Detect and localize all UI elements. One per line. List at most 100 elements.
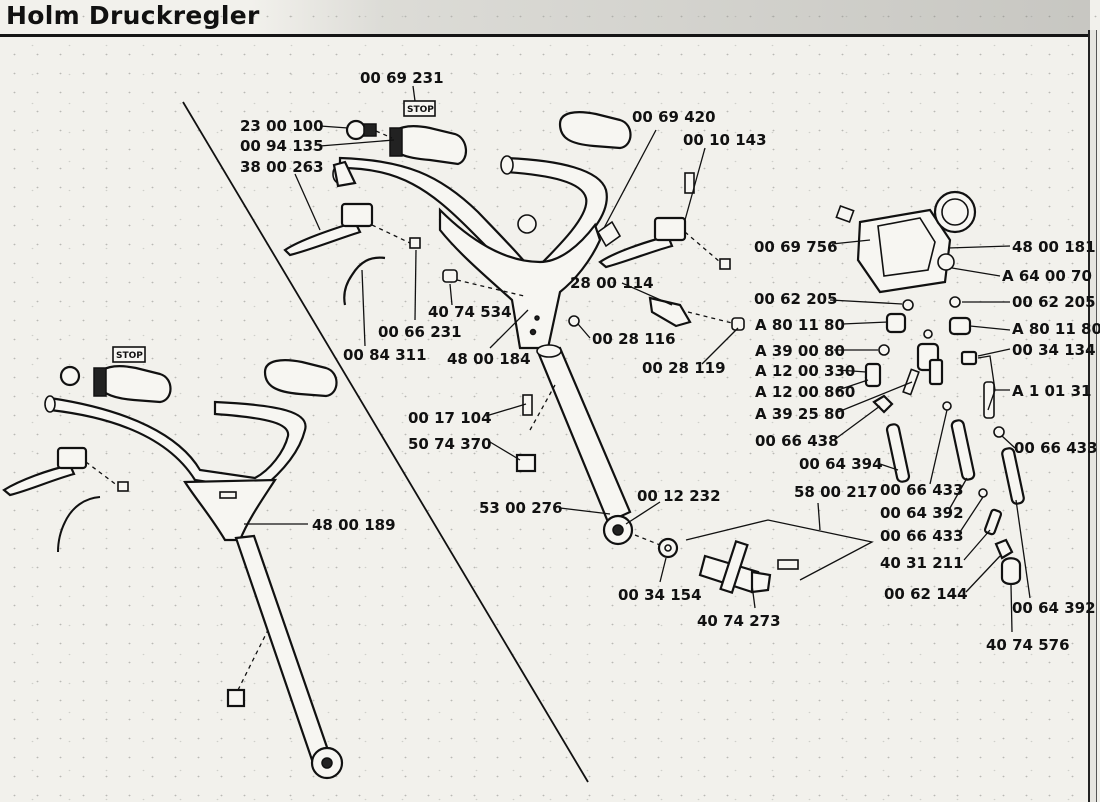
leader-26 bbox=[485, 403, 527, 417]
callout-26: 00 17 104 bbox=[408, 409, 492, 427]
shaft-clamp-block bbox=[515, 453, 537, 473]
regulator-housing-detail bbox=[877, 217, 936, 277]
nipple-a12 bbox=[864, 362, 882, 388]
leader-36 bbox=[1015, 499, 1031, 599]
upper-handle-assembly: STOP bbox=[283, 100, 745, 350]
assembly-line-2 bbox=[684, 231, 721, 263]
callout-40: 53 00 276 bbox=[479, 499, 563, 517]
small-nut-66433-b bbox=[993, 426, 1005, 438]
throttle-lever-left bbox=[283, 220, 362, 257]
assembly-line-3 bbox=[687, 311, 733, 324]
regulator-tag bbox=[835, 204, 855, 224]
callout-30: 00 66 433 bbox=[880, 481, 964, 499]
oring-c bbox=[878, 344, 890, 356]
upper-handlebar-right-end bbox=[500, 155, 514, 175]
throttle-lever-right-body bbox=[653, 216, 687, 242]
yoke-hole bbox=[517, 214, 537, 234]
pressure-gauge-face bbox=[941, 198, 969, 226]
leader-23 bbox=[414, 249, 417, 321]
yoke-bolt-dot-2 bbox=[534, 315, 540, 321]
lower-right-grip bbox=[263, 359, 338, 398]
leader-42 bbox=[751, 584, 756, 609]
stop-badge-lower-text: STOP bbox=[116, 351, 143, 361]
leader-13 bbox=[977, 348, 1011, 357]
leader-22 bbox=[701, 327, 739, 365]
leader-12 bbox=[969, 325, 1011, 331]
upper-handlebar-left-tube bbox=[332, 160, 357, 188]
stop-badge-upper-text: STOP bbox=[407, 105, 434, 115]
washer-34154-hole bbox=[664, 544, 672, 552]
leader-1 bbox=[319, 125, 349, 129]
lower-assembly-line bbox=[85, 461, 119, 487]
tube-short-a bbox=[983, 381, 995, 419]
lower-stop-knob bbox=[59, 365, 81, 387]
assembly-line-4 bbox=[456, 279, 525, 297]
callout-32: 00 64 392 bbox=[880, 504, 964, 522]
lower-throttle-body bbox=[56, 446, 88, 470]
callout-16: A 12 00 860 bbox=[755, 383, 855, 401]
callout-34: 40 31 211 bbox=[880, 554, 964, 572]
callout-4: 00 69 420 bbox=[632, 108, 716, 126]
lower-small-bolt bbox=[117, 481, 129, 492]
upper-yoke-plate bbox=[438, 207, 602, 350]
leader-35 bbox=[965, 555, 1001, 593]
leader-30 bbox=[929, 409, 948, 485]
tool-pin bbox=[777, 559, 799, 570]
elbow-fitting bbox=[960, 350, 978, 366]
callout-22: 00 28 119 bbox=[642, 359, 726, 377]
leader-11 bbox=[841, 321, 889, 325]
throttle-lever-left-body bbox=[340, 202, 374, 228]
leader-6 bbox=[831, 239, 871, 245]
small-bolt-e bbox=[719, 258, 731, 270]
leader-24 bbox=[361, 269, 366, 347]
callout-11: A 80 11 80 bbox=[755, 316, 845, 334]
leader-31 bbox=[1001, 435, 1016, 449]
stop-switch-knob bbox=[345, 119, 367, 141]
callout-10: 00 62 205 bbox=[1012, 293, 1096, 311]
nut-62144 bbox=[994, 538, 1014, 560]
main-shaft-tube bbox=[536, 346, 632, 524]
group-bracket-58 bbox=[685, 519, 874, 581]
small-nut-66433-c bbox=[978, 488, 988, 498]
callout-23: 00 66 231 bbox=[378, 323, 462, 341]
fitting-vertical bbox=[928, 358, 944, 386]
callout-33: 00 66 433 bbox=[880, 527, 964, 545]
lower-handle-assembly: STOP bbox=[2, 346, 344, 780]
callout-18: A 39 25 80 bbox=[755, 405, 845, 423]
fitting-80-left bbox=[885, 312, 907, 334]
callout-15: A 12 00 330 bbox=[755, 362, 855, 380]
callout-5: 00 10 143 bbox=[683, 131, 767, 149]
right-page-border bbox=[1088, 30, 1097, 802]
callout-20: 40 74 534 bbox=[428, 303, 512, 321]
small-nut-c bbox=[568, 315, 580, 327]
callout-0: 00 69 231 bbox=[360, 69, 444, 87]
lower-cable bbox=[57, 496, 101, 553]
callout-41: 00 34 154 bbox=[618, 586, 702, 604]
leader-37 bbox=[1010, 584, 1013, 633]
leader-21 bbox=[577, 323, 591, 339]
callout-6: 00 69 756 bbox=[754, 238, 838, 256]
small-bolt-f bbox=[731, 317, 745, 331]
assembly-line-6 bbox=[529, 384, 556, 431]
callout-29: 00 64 394 bbox=[799, 455, 883, 473]
spacer-lever-part bbox=[648, 296, 692, 328]
leader-3 bbox=[294, 173, 321, 231]
callout-25: 48 00 184 bbox=[447, 350, 531, 368]
lower-shaft-gear-hub bbox=[321, 757, 333, 769]
callout-39: 00 12 232 bbox=[637, 487, 721, 505]
leader-8 bbox=[951, 267, 1001, 277]
callout-3: 38 00 263 bbox=[240, 158, 324, 176]
callout-43: 48 00 189 bbox=[312, 516, 396, 534]
upper-left-grip bbox=[390, 125, 467, 166]
lower-left-grip-collar bbox=[93, 367, 107, 397]
leader-18 bbox=[837, 381, 913, 413]
callout-42: 40 74 273 bbox=[697, 612, 781, 630]
lower-assembly-line-2 bbox=[237, 629, 269, 691]
assembly-line-1 bbox=[371, 224, 411, 244]
leader-lines bbox=[244, 85, 1031, 633]
fitting-74576 bbox=[1000, 557, 1022, 586]
lower-yoke-slot bbox=[219, 491, 237, 499]
leader-40 bbox=[559, 507, 611, 515]
